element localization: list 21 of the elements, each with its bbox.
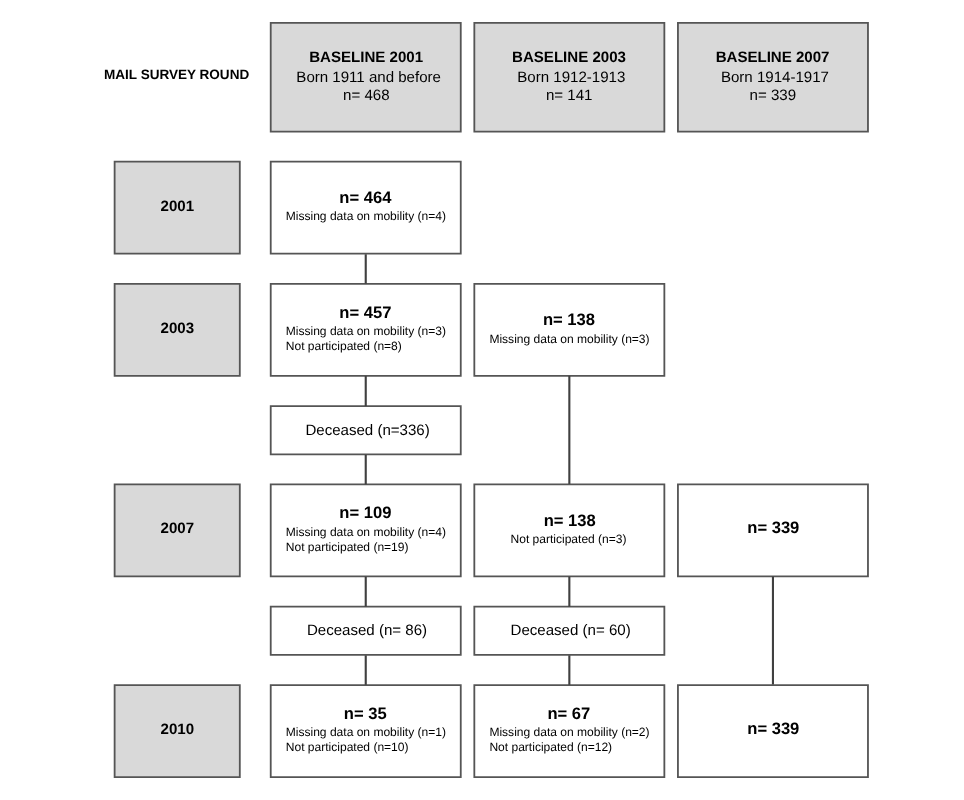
connector	[567, 576, 570, 607]
node-box: Deceased (n= 60)	[472, 605, 665, 656]
node-box: Deceased (n= 86)	[268, 605, 461, 656]
node-box: Deceased (n=336)	[268, 405, 461, 456]
connector	[363, 576, 366, 607]
node-box: BASELINE 2001 Born 1911 and before n= 468	[268, 22, 461, 133]
connector	[363, 655, 366, 685]
connector	[363, 254, 366, 284]
connector	[363, 376, 366, 406]
node-box: 2007	[112, 483, 240, 578]
connector	[567, 655, 570, 685]
node-box: 2003	[112, 282, 240, 377]
connector	[770, 576, 773, 685]
node-box: n= 339	[676, 684, 868, 778]
connector	[567, 375, 570, 484]
connector	[363, 454, 366, 485]
node-box: BASELINE 2003 Born 1912-1913 n= 141	[472, 22, 665, 133]
node-box: BASELINE 2007 Born 1914-1917 n= 339	[676, 22, 868, 133]
node-box: n= 339	[676, 483, 868, 578]
node-box: 2010	[112, 684, 240, 778]
node-box: 2001	[112, 160, 240, 255]
